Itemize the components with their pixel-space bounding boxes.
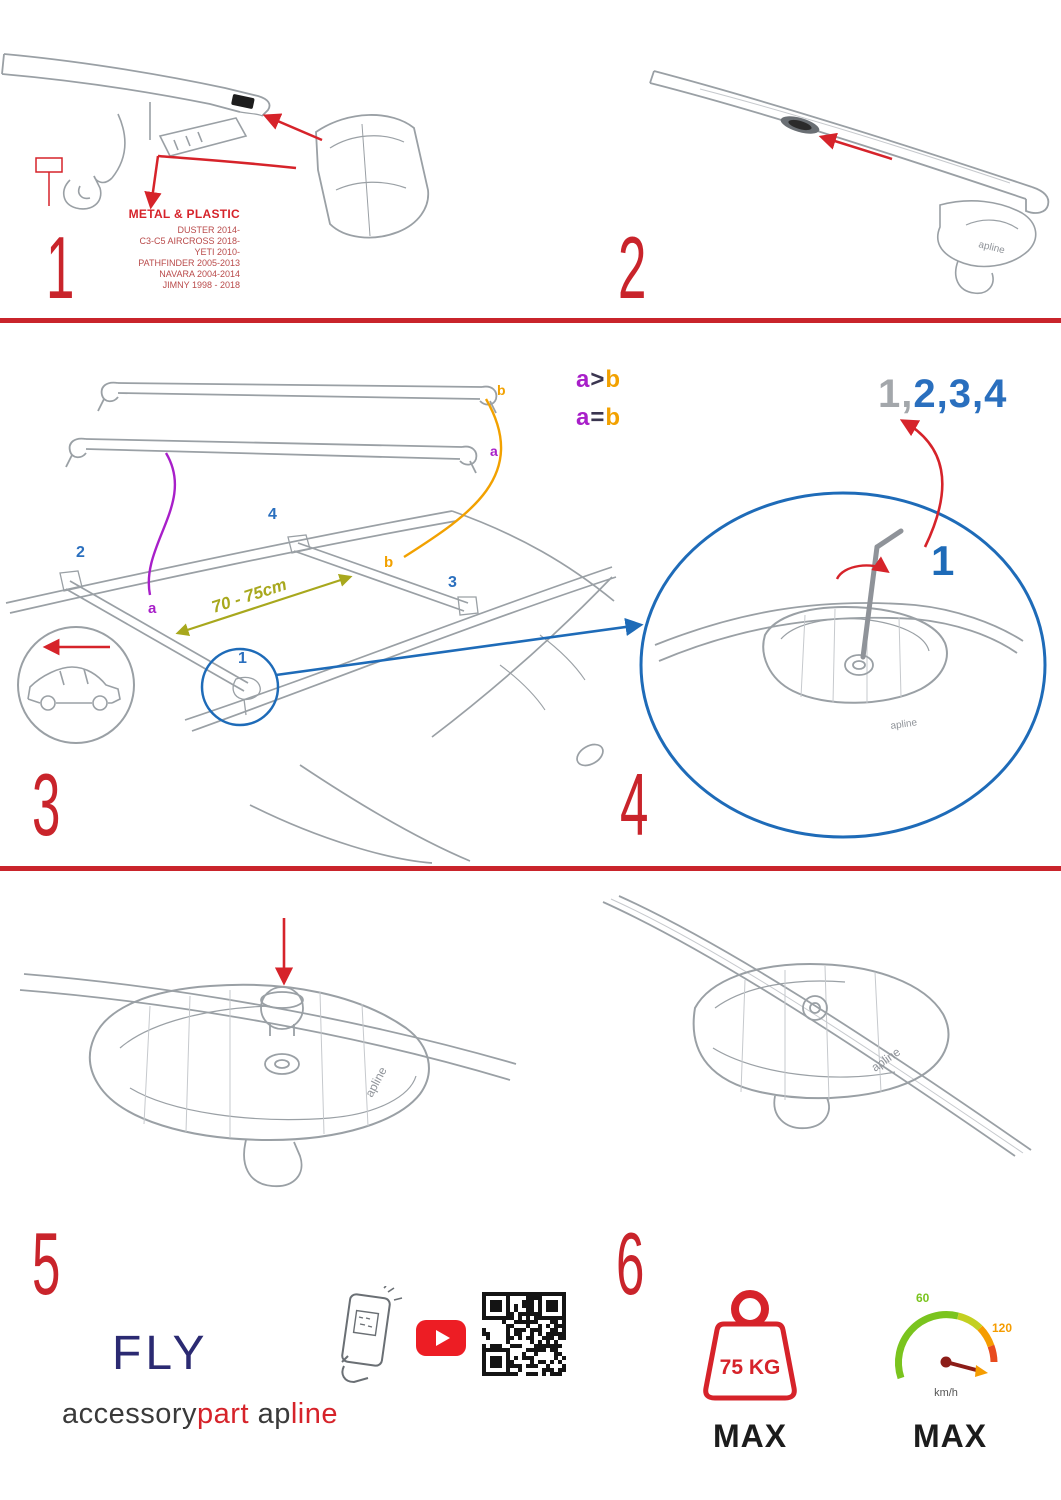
magnifier-circle: [639, 491, 1047, 839]
clamp-detail-sketch: [654, 602, 1024, 704]
sequence-blue: 2,3,4: [913, 372, 1008, 416]
needle: [945, 1360, 981, 1373]
brand-fly: FLY: [112, 1327, 209, 1380]
step2-diagram: apline: [649, 70, 1050, 295]
youtube-icon: [416, 1320, 466, 1356]
step5-diagram: apline: [19, 918, 517, 1187]
brand-part: part: [197, 1398, 250, 1430]
roof-label-a: a: [148, 600, 157, 617]
step4-number: 4: [620, 755, 649, 854]
roof-pos-2: 2: [76, 544, 85, 561]
phone-scan-icon: [341, 1286, 403, 1384]
distance-arrow: [175, 573, 353, 637]
mounted-clamp-sketch: [602, 895, 1032, 1157]
model-line: PATHFINDER 2005-2013: [138, 258, 240, 268]
car-roof-sketch: [5, 510, 617, 864]
speedometer-icon: 60 120 km/h: [894, 1291, 1012, 1399]
model-line: YETI 2010-: [194, 247, 240, 257]
step4-diagram: 1 apline: [639, 419, 1047, 839]
brand-linepart: line: [290, 1398, 339, 1430]
crossbar-a-sketch: [65, 437, 478, 474]
repeat-arrow: [899, 419, 944, 548]
clamp-mechanism-sketch: [63, 102, 248, 210]
roof-pos-3: 3: [448, 574, 457, 591]
model-line: NAVARA 2004-2014: [159, 269, 240, 279]
legend-row-2: a=b: [576, 404, 621, 432]
brand-space: [249, 1398, 258, 1430]
play-triangle-icon: [435, 1330, 450, 1346]
clamp-knob-sketch: [19, 973, 517, 1187]
car-direction-inset: [17, 626, 135, 744]
legend-op: >: [590, 366, 606, 393]
section-divider: [0, 318, 1061, 323]
step6-diagram: apline: [602, 895, 1032, 1157]
legend-op: =: [590, 404, 606, 431]
bar-logo-badge: [231, 94, 255, 109]
legend-a: a: [576, 366, 591, 393]
clamp-logo-text: apline: [977, 239, 1006, 256]
sequence-gray: 1,: [878, 372, 914, 416]
clamp-logo-text: apline: [890, 717, 918, 732]
compatibility-list: METAL & PLASTIC DUSTER 2014- C3-C5 AIRCR…: [72, 207, 240, 291]
legend-a: a: [576, 404, 591, 431]
roof-pos-4: 4: [268, 506, 277, 523]
speed-unit-label: km/h: [934, 1387, 958, 1399]
roof-label-b: b: [384, 554, 393, 571]
speed-min-label: 60: [916, 1291, 930, 1305]
weight-value: 75 KG: [720, 1356, 781, 1379]
speed-top-label: 120: [992, 1321, 1012, 1335]
brand-accessory: accessory: [62, 1398, 198, 1430]
model-line: DUSTER 2014-: [177, 225, 240, 235]
step5-number: 5: [32, 1214, 61, 1313]
zoom-arrow: [275, 617, 644, 677]
weight-max-label: MAX: [712, 1418, 788, 1454]
roof-bar-sketch: [1, 53, 271, 117]
bar-label-a: a: [490, 443, 498, 459]
insert-arrows: [144, 113, 323, 210]
model-line: JIMNY 1998 - 2018: [162, 280, 240, 290]
rotate-arrow: [835, 556, 890, 580]
step1-number: 1: [46, 218, 75, 317]
callout-number: 1: [931, 537, 954, 584]
roof-pos-1: 1: [238, 650, 247, 667]
insert-arrow: [818, 132, 893, 161]
step6-number: 6: [616, 1214, 645, 1313]
tighten-sequence: 1,2,3,4: [878, 372, 1007, 417]
brand-ap: ap: [257, 1398, 291, 1430]
model-line: C3-C5 AIRCROSS 2018-: [139, 236, 240, 246]
weight-limit-icon: 75 KG: [703, 1290, 797, 1401]
bar-slot: [780, 116, 820, 134]
speed-max-label: MAX: [912, 1418, 988, 1454]
section-divider: [0, 866, 1061, 871]
focus-circle: [200, 647, 280, 727]
clamp-logo-text: apline: [362, 1064, 390, 1099]
material-label: METAL & PLASTIC: [128, 207, 240, 221]
legend-b: b: [605, 404, 622, 431]
step2-number: 2: [618, 218, 647, 317]
step1-diagram: [1, 53, 430, 239]
bar-label-b: b: [497, 382, 506, 398]
crossbar-b-sketch: [97, 381, 498, 414]
legend-b: b: [605, 366, 622, 393]
purple-guide-curve: [147, 452, 177, 596]
orange-guide-curve: [403, 398, 503, 559]
step3-number: 3: [32, 755, 61, 854]
callout-connector: [35, 157, 63, 206]
rubber-pad-sketch: [315, 114, 430, 239]
clamp-foot-sketch: [936, 200, 1037, 295]
legend-row-1: a>b: [576, 366, 621, 394]
step3-diagram: b a: [5, 381, 644, 864]
needle-tip: [975, 1365, 988, 1377]
allen-key-icon: [860, 528, 904, 660]
brand-wordmark: accessorypart apline: [62, 1398, 338, 1431]
clamp-logo-text: apline: [869, 1044, 904, 1074]
roof-bar-sketch: [649, 70, 1050, 214]
qr-code-icon: [482, 1292, 566, 1376]
needle-hub: [940, 1356, 952, 1368]
